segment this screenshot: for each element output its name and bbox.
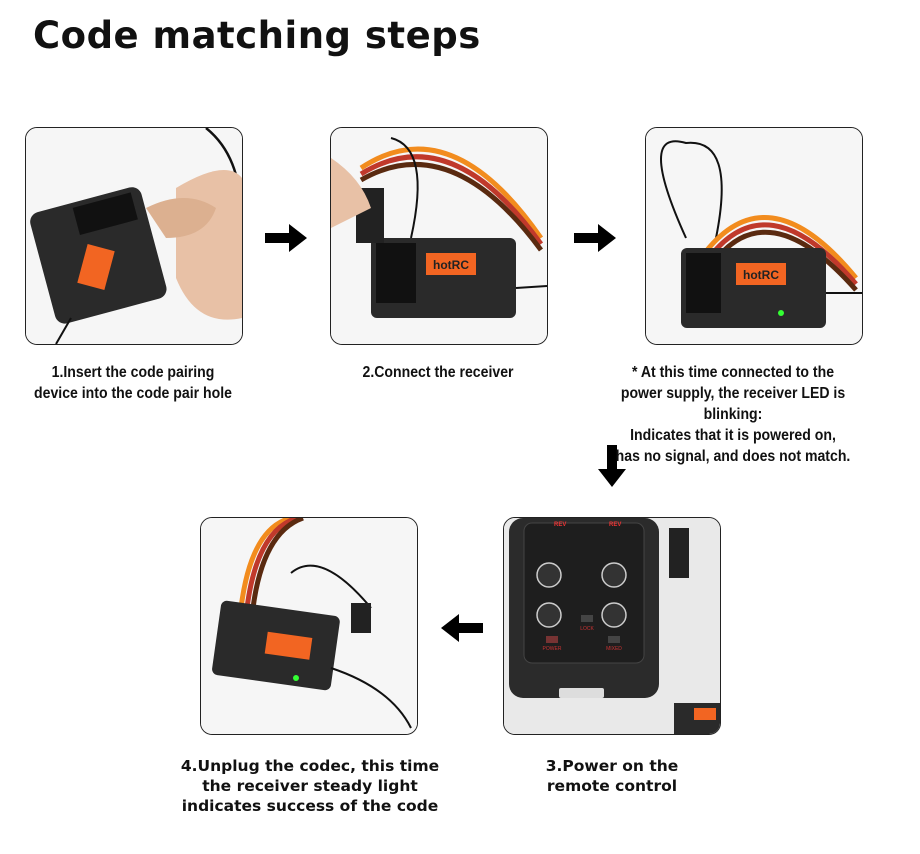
caption-line: indicates success of the code — [181, 797, 439, 815]
rev-label-1: REV — [554, 522, 566, 528]
mixed-label: MIXED — [606, 646, 622, 652]
step-3-caption: 3.Power on the remote control — [512, 756, 712, 796]
caption-line: 4.Unplug the codec, this time — [180, 757, 440, 775]
power-label: POWER — [543, 646, 562, 652]
step-5-photo: REV REV LOCK POWER MIXED — [503, 517, 721, 735]
arrow-right-icon — [574, 224, 616, 252]
caption-line: power supply, the receiver LED is blinki… — [620, 385, 846, 423]
caption-line: 2.Connect the receiver — [362, 364, 514, 381]
step-4-caption: 4.Unplug the codec, this time the receiv… — [160, 756, 460, 816]
arrow-right-icon — [265, 224, 307, 252]
rev-label-2: REV — [609, 522, 621, 528]
step-1-photo — [25, 127, 243, 345]
caption-line: 3.Power on the — [545, 757, 679, 775]
step-3-note-caption: * At this time connected to the power su… — [592, 362, 874, 467]
caption-line: device into the code pair hole — [34, 385, 232, 402]
arrow-down-icon — [598, 445, 626, 487]
caption-line: has no signal, and does not match. — [615, 448, 851, 465]
brand-logo: hotRC — [433, 258, 469, 272]
caption-line: remote control — [546, 777, 678, 795]
caption-line: the receiver steady light — [202, 777, 418, 795]
caption-line: Indicates that it is powered on, — [630, 427, 836, 444]
page-title: Code matching steps — [33, 14, 481, 57]
step-4-photo — [200, 517, 418, 735]
step-3-photo: hotRC — [645, 127, 863, 345]
svg-text:hotRC: hotRC — [743, 268, 779, 282]
caption-line: * At this time connected to the — [631, 364, 835, 381]
caption-line: 1.Insert the code pairing — [51, 364, 215, 381]
arrow-left-icon — [441, 614, 483, 642]
lock-label: LOCK — [580, 626, 594, 632]
step-2-photo: hotRC — [330, 127, 548, 345]
step-1-caption: 1.Insert the code pairing device into th… — [16, 362, 250, 404]
step-2-caption: 2.Connect the receiver — [332, 362, 543, 383]
